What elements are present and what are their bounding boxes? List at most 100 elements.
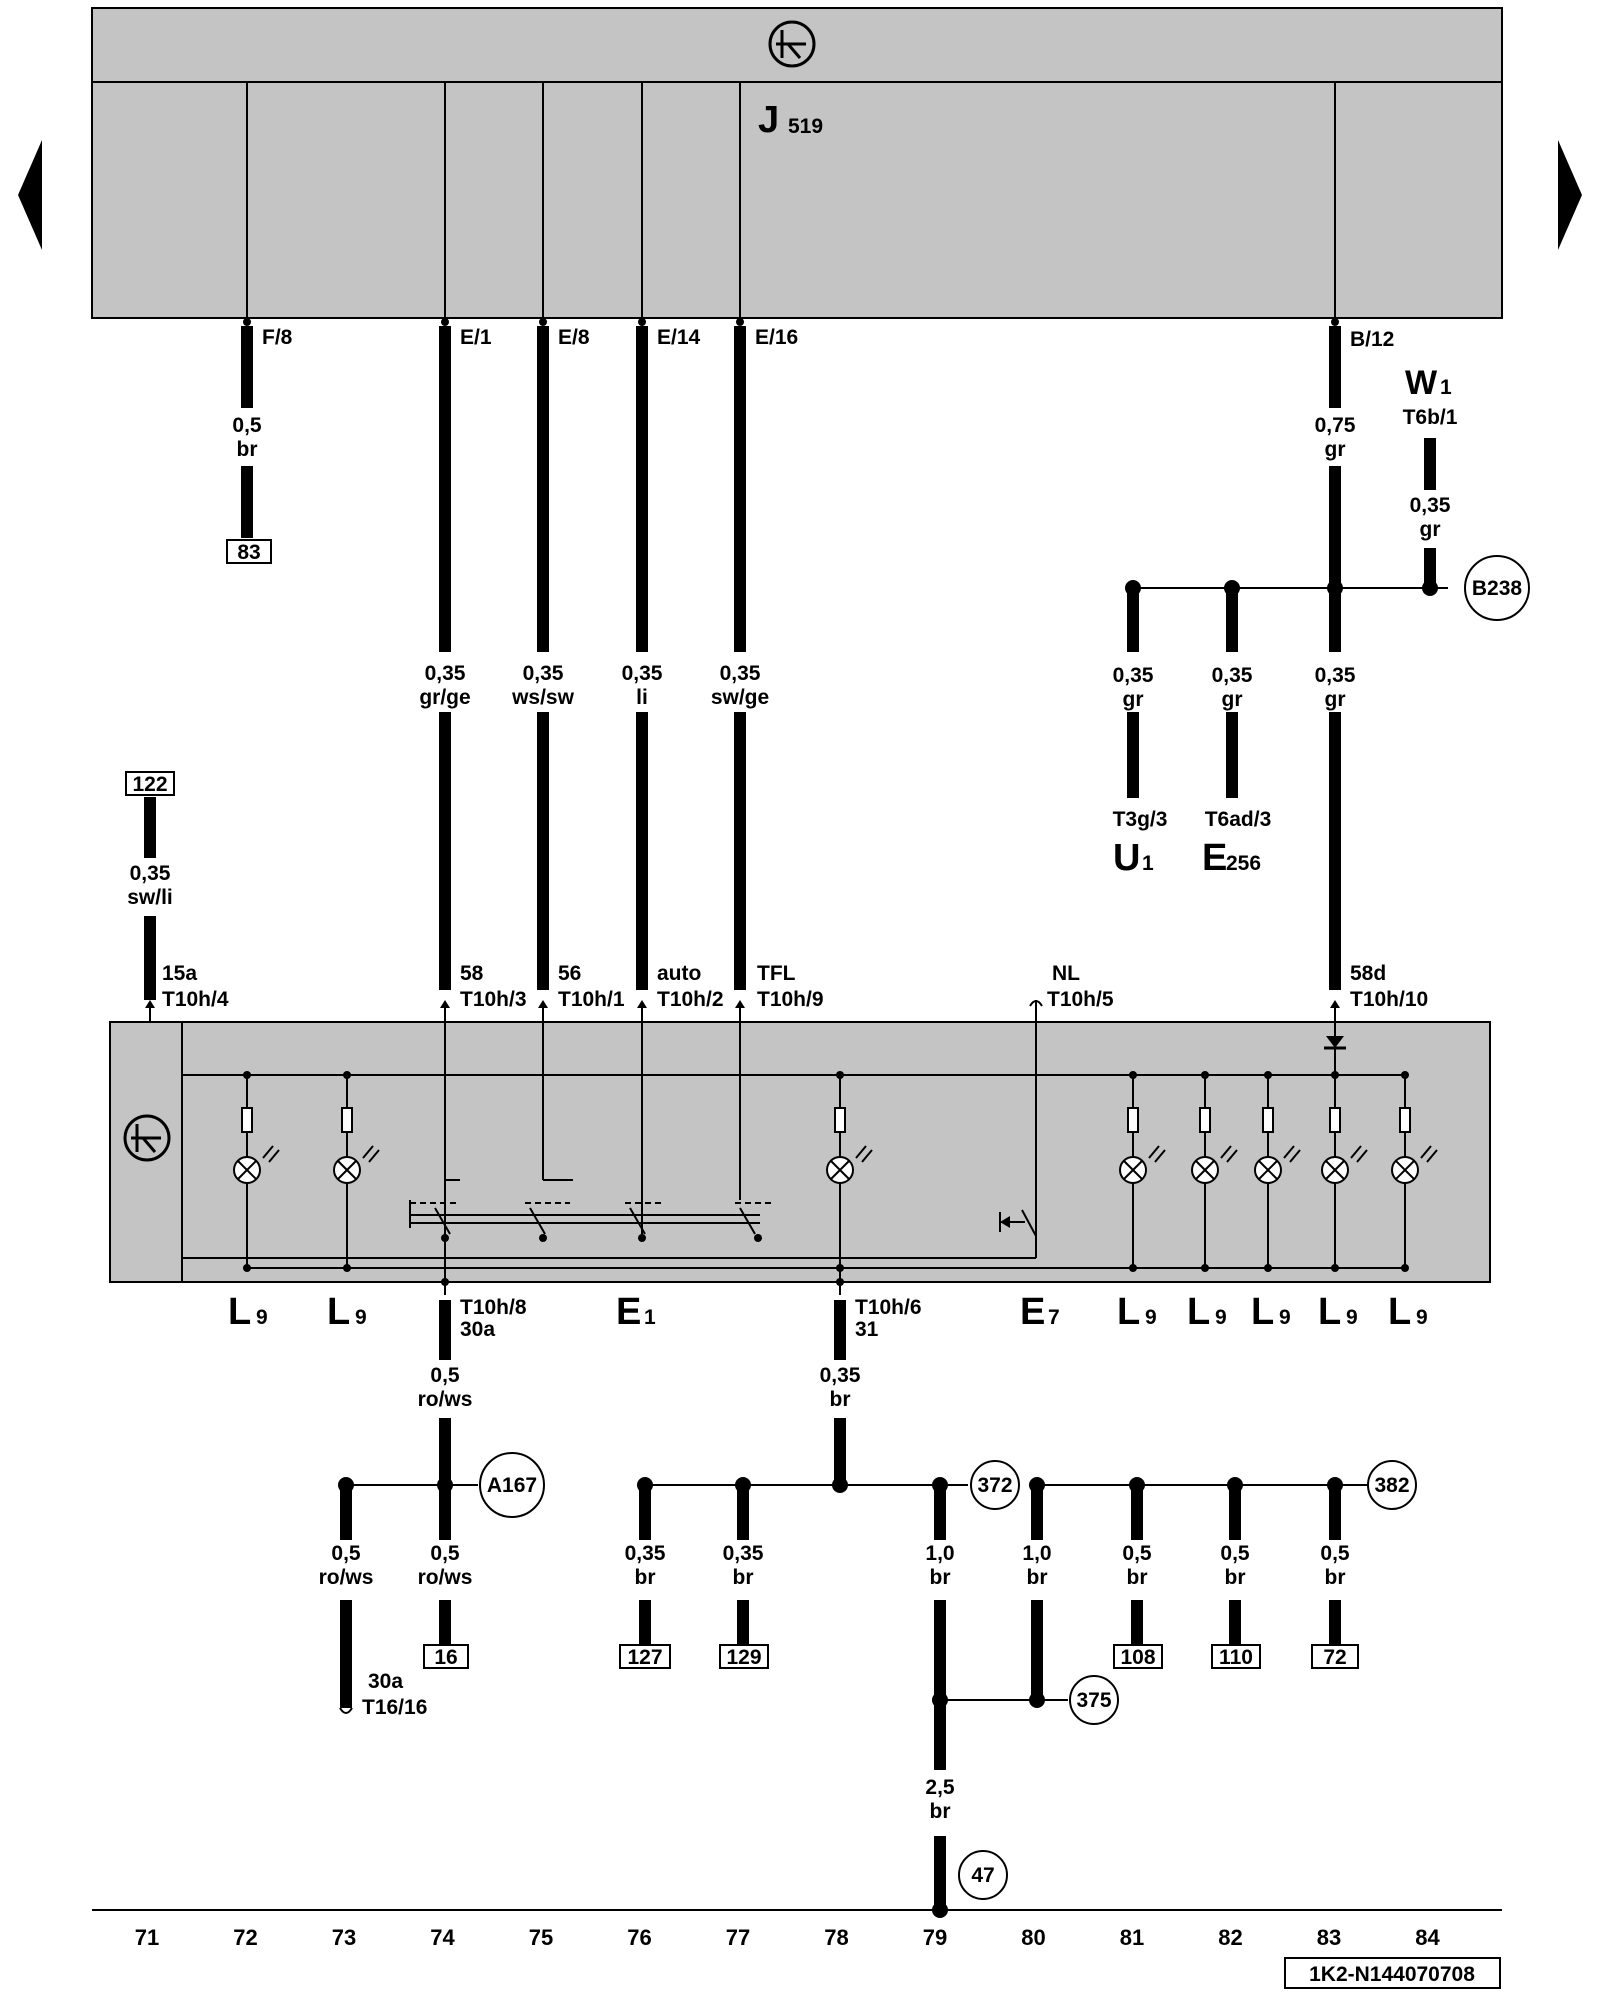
component-w1-sub: 1 [1440, 376, 1452, 399]
wire-size: 1,0 [925, 1542, 954, 1565]
wire-color: br [930, 1566, 951, 1589]
pin-e16: E/16 [755, 326, 798, 349]
grid-column-label: 75 [529, 1925, 553, 1950]
wire-color: gr [1325, 438, 1346, 461]
ref-box-122[interactable]: 122 [125, 771, 175, 796]
grid-column-label: 78 [824, 1925, 848, 1950]
wire-size: 0,35 [1315, 664, 1356, 687]
wire-size: 0,35 [625, 1542, 666, 1565]
component-e7-sub: 7 [1048, 1306, 1060, 1329]
wire-color: br [1127, 1566, 1148, 1589]
wire-color: gr [1123, 688, 1144, 711]
ref-box-83[interactable]: 83 [226, 539, 272, 564]
wire-size: 0,35 [1113, 664, 1154, 687]
terminal-auto: auto [657, 962, 701, 985]
pin-t6b1: T6b/1 [1403, 406, 1458, 429]
grid-column-label: 83 [1317, 1925, 1341, 1950]
lamp-icon [1119, 1071, 1166, 1272]
wire-size: 0,5 [232, 414, 262, 437]
ref-box-127[interactable]: 127 [619, 1644, 671, 1669]
connection-47[interactable]: 47 [958, 1850, 1008, 1900]
ref-box-110[interactable]: 110 [1211, 1644, 1261, 1669]
wire-color: gr [1222, 688, 1243, 711]
wire-color: sw/li [127, 886, 173, 909]
wire-color: ws/sw [511, 686, 575, 709]
wire-size: 1,0 [1022, 1542, 1051, 1565]
component-l9: L [1187, 1291, 1210, 1333]
wire-color: br [237, 438, 258, 461]
component-l9: L [228, 1291, 251, 1333]
svg-text:A167: A167 [487, 1474, 537, 1497]
component-e1-sub: 1 [644, 1306, 656, 1329]
connection-375[interactable]: 375 [1069, 1675, 1119, 1725]
grid-column-label: 73 [332, 1925, 356, 1950]
grid-column-label: 72 [233, 1925, 257, 1950]
terminal-tfl: TFL [757, 962, 796, 985]
grid-column-label: 80 [1021, 1925, 1045, 1950]
wire-size: 0,35 [720, 662, 761, 685]
wire-color: ro/ws [319, 1566, 374, 1589]
lamp-icon [233, 1071, 280, 1272]
ref-box-129[interactable]: 129 [719, 1644, 769, 1669]
grid-column-label: 84 [1415, 1925, 1440, 1950]
connection-b238[interactable]: B238 [1464, 555, 1530, 621]
pin-b12: B/12 [1350, 328, 1394, 351]
wire-size: 0,75 [1315, 414, 1356, 437]
component-l9-sub: 9 [355, 1306, 367, 1329]
svg-text:122: 122 [132, 773, 167, 796]
svg-text:1K2-N144070708: 1K2-N144070708 [1309, 1963, 1475, 1986]
triangle-right-icon[interactable] [1558, 140, 1582, 250]
pin-t10h9: T10h/9 [757, 988, 824, 1011]
terminal-58: 58 [460, 962, 484, 985]
wire-size: 0,35 [130, 862, 171, 885]
terminal-30a: 30a [368, 1670, 403, 1693]
component-u1: U [1113, 837, 1140, 879]
lamp-icon [1321, 1071, 1368, 1272]
wire-size: 0,5 [1320, 1542, 1350, 1565]
svg-text:72: 72 [1323, 1646, 1346, 1669]
lamp-icon [1254, 1071, 1301, 1272]
document-code: 1K2-N144070708 [1284, 1957, 1501, 1989]
pin-t6ad3: T6ad/3 [1205, 808, 1272, 831]
grid-column-label: 71 [135, 1925, 159, 1950]
ref-box-108[interactable]: 108 [1113, 1644, 1163, 1669]
component-l9: L [1251, 1291, 1274, 1333]
component-l9: L [1388, 1291, 1411, 1333]
component-l9-sub: 9 [1279, 1306, 1291, 1329]
component-l9-sub: 9 [1346, 1306, 1358, 1329]
wire-color: sw/ge [711, 686, 769, 709]
grid-column-label: 81 [1120, 1925, 1144, 1950]
connection-382[interactable]: 382 [1367, 1460, 1417, 1510]
wire-size: 0,5 [331, 1542, 361, 1565]
component-u1-sub: 1 [1142, 852, 1154, 875]
component-e256-sub: 256 [1226, 852, 1261, 875]
connection-a167[interactable]: A167 [479, 1452, 545, 1518]
wire-color: ro/ws [418, 1388, 473, 1411]
control-unit-symbol-icon [768, 20, 816, 68]
pin-t10h5: T10h/5 [1047, 988, 1114, 1011]
lamp-icon [826, 1071, 873, 1272]
svg-text:382: 382 [1374, 1474, 1409, 1497]
pin-t10h10: T10h/10 [1350, 988, 1428, 1011]
triangle-left-icon[interactable] [18, 140, 42, 250]
ref-box-16[interactable]: 16 [423, 1644, 469, 1669]
wire-color: gr [1325, 688, 1346, 711]
svg-text:83: 83 [237, 541, 260, 564]
ref-box-72[interactable]: 72 [1311, 1644, 1359, 1669]
component-e1: E [616, 1291, 641, 1333]
connection-372[interactable]: 372 [970, 1460, 1020, 1510]
svg-text:108: 108 [1120, 1646, 1155, 1669]
wire-size: 0,35 [723, 1542, 764, 1565]
svg-text:16: 16 [434, 1646, 457, 1669]
wire-size: 0,5 [1122, 1542, 1152, 1565]
terminal-15a: 15a [162, 962, 197, 985]
svg-text:129: 129 [726, 1646, 761, 1669]
svg-text:B238: B238 [1472, 577, 1523, 600]
wire-color: li [636, 686, 648, 709]
wire-size: 0,35 [1410, 494, 1451, 517]
terminal-58d: 58d [1350, 962, 1386, 985]
svg-text:127: 127 [627, 1646, 662, 1669]
component-w1: W [1405, 364, 1438, 402]
wire-size: 0,35 [1212, 664, 1253, 687]
terminal-nl: NL [1052, 962, 1080, 985]
